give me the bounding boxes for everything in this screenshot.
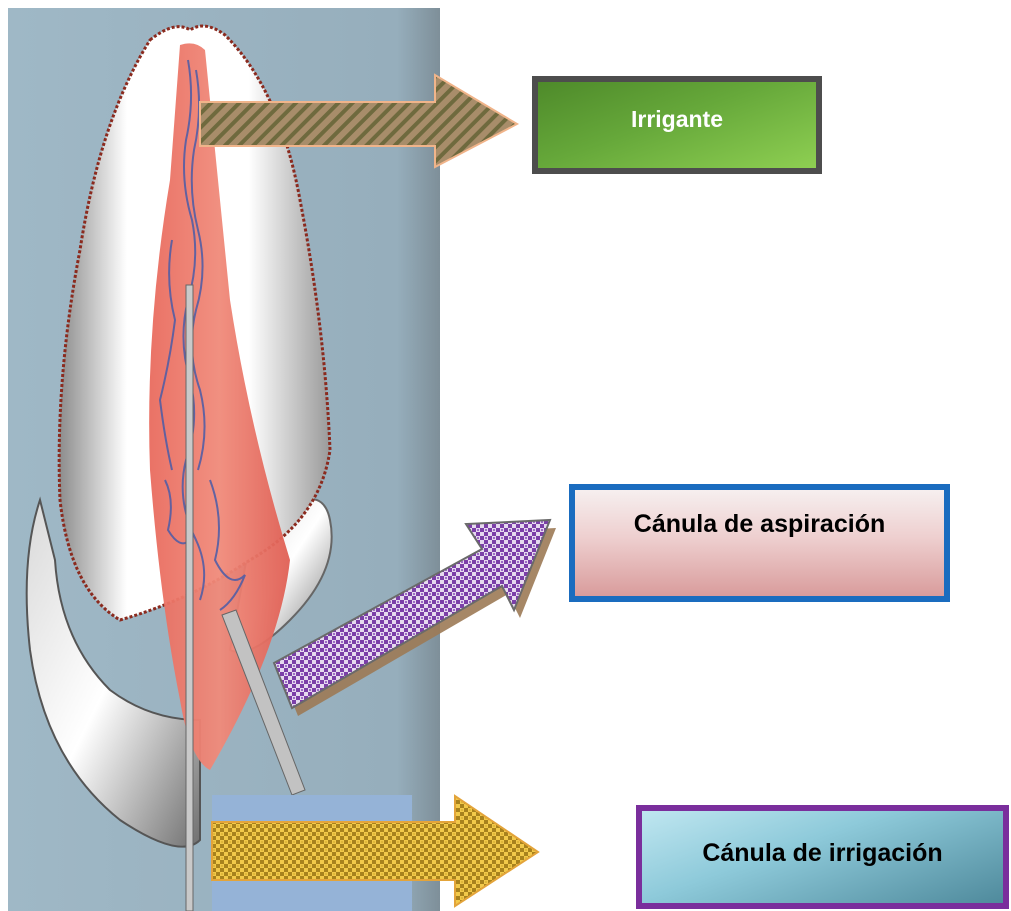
irrigante-label: Irrigante (631, 106, 723, 133)
irrigante-label-box: Irrigante (532, 76, 822, 174)
aspiracion-label-box: Cánula de aspiración (569, 484, 950, 602)
irrigante-arrow (200, 75, 517, 167)
aspiracion-label: Cánula de aspiración (634, 510, 885, 539)
aspiracion-arrow (274, 520, 550, 708)
irrigacion-label: Cánula de irrigación (702, 839, 942, 868)
irrigacion-arrow (212, 796, 538, 906)
irrigacion-label-box: Cánula de irrigación (636, 805, 1009, 909)
